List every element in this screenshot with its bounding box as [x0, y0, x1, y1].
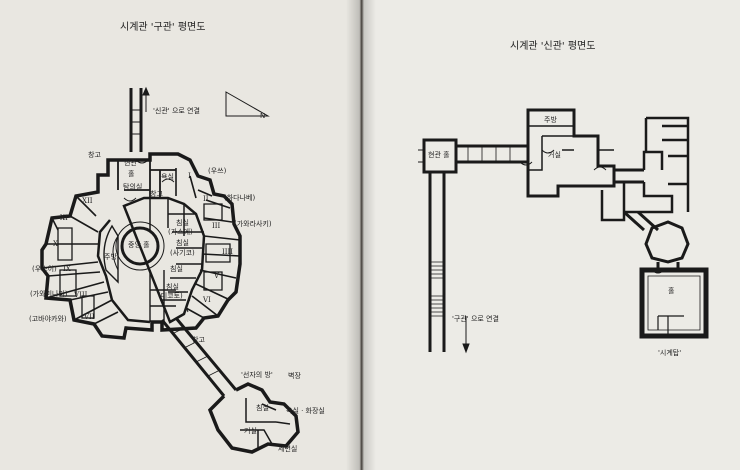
- wall-label: 벽장: [288, 372, 301, 380]
- bedroom4-label: 침실: [170, 265, 183, 273]
- new-plan-title: 시계관 '신관' 평면도: [510, 41, 596, 52]
- living-label: 거실: [244, 427, 257, 435]
- link-old-label: '구관' 으로 연결: [452, 315, 499, 323]
- room-numeral-7: VII: [84, 313, 95, 321]
- room-numeral-10: X: [53, 240, 58, 248]
- old-plan-title: 시계관 '구관' 평면도: [120, 22, 206, 33]
- bath-label: 욕실: [161, 173, 174, 181]
- room-numeral-4: IIII: [222, 248, 234, 256]
- clock-tower-label: '시계탑': [658, 349, 682, 357]
- hall2-label: 홀: [128, 170, 135, 178]
- room-numeral-2: II: [203, 195, 209, 203]
- bedroom3-name-label: (미코토): [158, 292, 183, 300]
- bedroom2-name-label: (사기코): [170, 249, 195, 257]
- storage-top-label: 창고: [88, 151, 101, 159]
- living-label: 거실: [548, 151, 561, 159]
- hall-label: 현관: [124, 159, 137, 167]
- right-page: 시계관 '신관' 평면도 주방 현관 홀 거실 '구관' 으로 연결 홀 '시계…: [362, 0, 740, 470]
- storage-mid-label: 창고: [150, 190, 163, 198]
- north-label: N: [260, 112, 266, 120]
- tower-hall-label: 홀: [668, 287, 675, 295]
- kitchen-label: 주방: [104, 253, 117, 261]
- uso-label: (우쓰): [208, 167, 227, 175]
- kobayakawa-label: (고바야카와): [29, 315, 67, 323]
- father-room-label: '선자의 방': [241, 371, 273, 379]
- bedroom3-label: 침실: [166, 283, 179, 291]
- nishi-label: (우스이): [32, 265, 57, 273]
- bedroom1-name-label: (가스에): [168, 228, 193, 236]
- old-building-floor-plan: [40, 86, 300, 454]
- center-hall-label: 중앙 홀: [128, 241, 150, 249]
- room-numeral-12: XII: [82, 197, 93, 205]
- room-numeral-3: III: [212, 222, 221, 230]
- room-numeral-11: XI: [60, 214, 68, 222]
- bedroom1-label: 침실: [176, 219, 189, 227]
- kagahara-label: (가와라사키): [234, 220, 272, 228]
- room-numeral-8: VIII: [74, 291, 88, 299]
- storage-bottom-label: 창고: [192, 336, 205, 344]
- kobayashi-label: (하다나베): [224, 194, 256, 202]
- link-new-label: '신관' 으로 연결: [153, 107, 200, 115]
- tea-room-label: 탐의실: [123, 183, 143, 191]
- left-page: 시계관 '구관' 평면도 '신관' 으로 연결 N 창고 현관 홀 욕실 탐의실…: [0, 0, 362, 470]
- new-building-floor-plan: [418, 108, 709, 354]
- room-numeral-6: VI: [203, 296, 211, 304]
- kawanami-label: (가와미나미): [30, 290, 68, 298]
- room-numeral-9: IX: [63, 265, 71, 273]
- room-numeral-5: V: [214, 272, 220, 280]
- book-gutter: [346, 0, 376, 470]
- entrance-hall-label: 현관 홀: [428, 151, 450, 159]
- bedroom2-label: 침실: [176, 239, 189, 247]
- bath-toilet-label: 욕실 · 화장실: [286, 407, 325, 415]
- bedroom5-label: 침실: [256, 404, 269, 412]
- kitchen-label: 주방: [544, 116, 557, 124]
- wash-room-label: 세면실: [278, 445, 298, 453]
- room-numeral-1: I: [188, 172, 191, 180]
